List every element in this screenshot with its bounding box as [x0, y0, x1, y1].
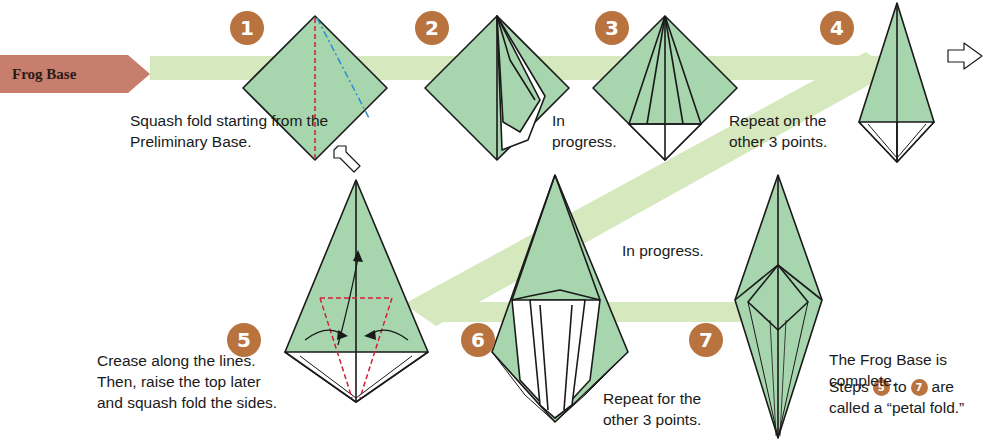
- paper-diamond: [735, 175, 822, 438]
- push-arrow: [334, 146, 360, 172]
- step-number: 2: [415, 11, 449, 45]
- instruction-text: to: [894, 376, 909, 397]
- step-number: 3: [595, 11, 629, 45]
- status-note: In progress.: [622, 240, 712, 261]
- instruction-text: are called a “petal fold.”: [829, 376, 997, 418]
- callout-number: 7: [916, 382, 923, 393]
- instruction-text: Repeat for the other 3 points.: [603, 388, 733, 430]
- instruction-text: Crease along the lines. Then, raise the …: [97, 350, 279, 413]
- callout-number: 1: [240, 16, 254, 40]
- turn-arrow: [948, 43, 982, 69]
- section-banner: Frog Base: [0, 55, 150, 93]
- callout-number: 4: [830, 16, 844, 40]
- paper-square: [425, 16, 569, 160]
- paper-kite: [285, 180, 428, 402]
- step-number: 4: [820, 11, 854, 45]
- status-note: In progress.: [552, 110, 614, 152]
- paper-kite: [859, 3, 934, 162]
- callout-number: 6: [471, 328, 485, 352]
- step-number: 1: [230, 11, 264, 45]
- instruction-text: Steps: [829, 376, 879, 397]
- instruction-text: Repeat on the other 3 points.: [729, 110, 855, 152]
- banner-title: Frog Base: [12, 66, 76, 83]
- callout-number: 3: [605, 16, 619, 40]
- paper-square: [593, 16, 737, 160]
- callout-number: 7: [699, 328, 713, 352]
- paper-square: [243, 16, 387, 160]
- callout-number: 2: [425, 16, 439, 40]
- callout-number: 5: [237, 328, 251, 352]
- step-number: 6: [461, 323, 495, 357]
- step-reference: 7: [911, 379, 928, 396]
- step-number: 7: [689, 323, 723, 357]
- step-number: 5: [227, 323, 261, 357]
- instruction-text: Squash fold starting from the Preliminar…: [130, 110, 345, 152]
- paper-kite: [492, 175, 628, 422]
